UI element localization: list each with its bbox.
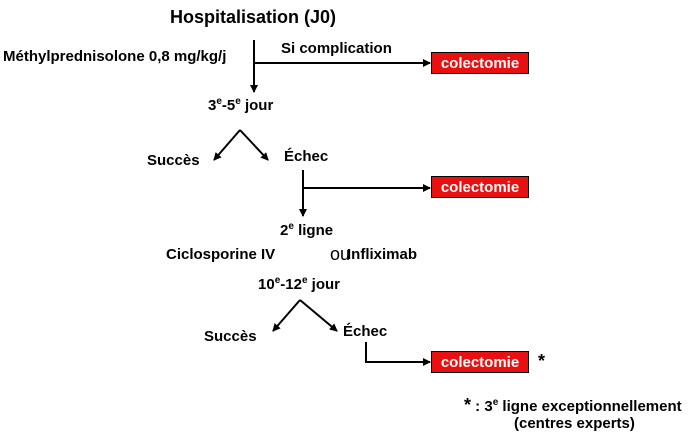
asterisk-mark: *: [538, 351, 546, 371]
title-hospitalisation: Hospitalisation (J0): [170, 7, 337, 27]
success-label-2: Succès: [204, 328, 257, 345]
failure-label-1: Échec: [284, 148, 329, 165]
arrow-to-success-1: [213, 129, 241, 161]
colectomie-box-1: colectomie: [431, 52, 529, 74]
failure-label-2: Échec: [343, 323, 388, 340]
complication-label: Si complication: [281, 40, 392, 57]
arrow-failure-to-colectomie-3: [365, 342, 431, 366]
infliximab-label: Infliximab: [347, 246, 418, 263]
day-3-5-label: 3e-5e jour: [208, 96, 274, 115]
ciclosporine-label: Ciclosporine IV: [166, 246, 276, 263]
footnote-line-1: * : 3e ligne exceptionnellement: [464, 395, 682, 415]
success-label-1: Succès: [147, 152, 200, 169]
footnote-line-2: (centres experts): [514, 415, 635, 432]
day-10-12-label: 10e-12e jour: [258, 275, 340, 294]
or-label: ou: [330, 244, 351, 264]
second-line-label: 2e ligne: [280, 221, 334, 240]
arrow-to-success-2: [272, 299, 301, 332]
colectomie-box-2: colectomie: [431, 176, 529, 198]
treatment-label: Méthylprednisolone 0,8 mg/kg/j: [3, 48, 227, 65]
colectomie-box-3: colectomie: [431, 351, 529, 373]
arrow-to-failure-1: [239, 129, 269, 161]
arrow-to-failure-2: [299, 299, 338, 332]
